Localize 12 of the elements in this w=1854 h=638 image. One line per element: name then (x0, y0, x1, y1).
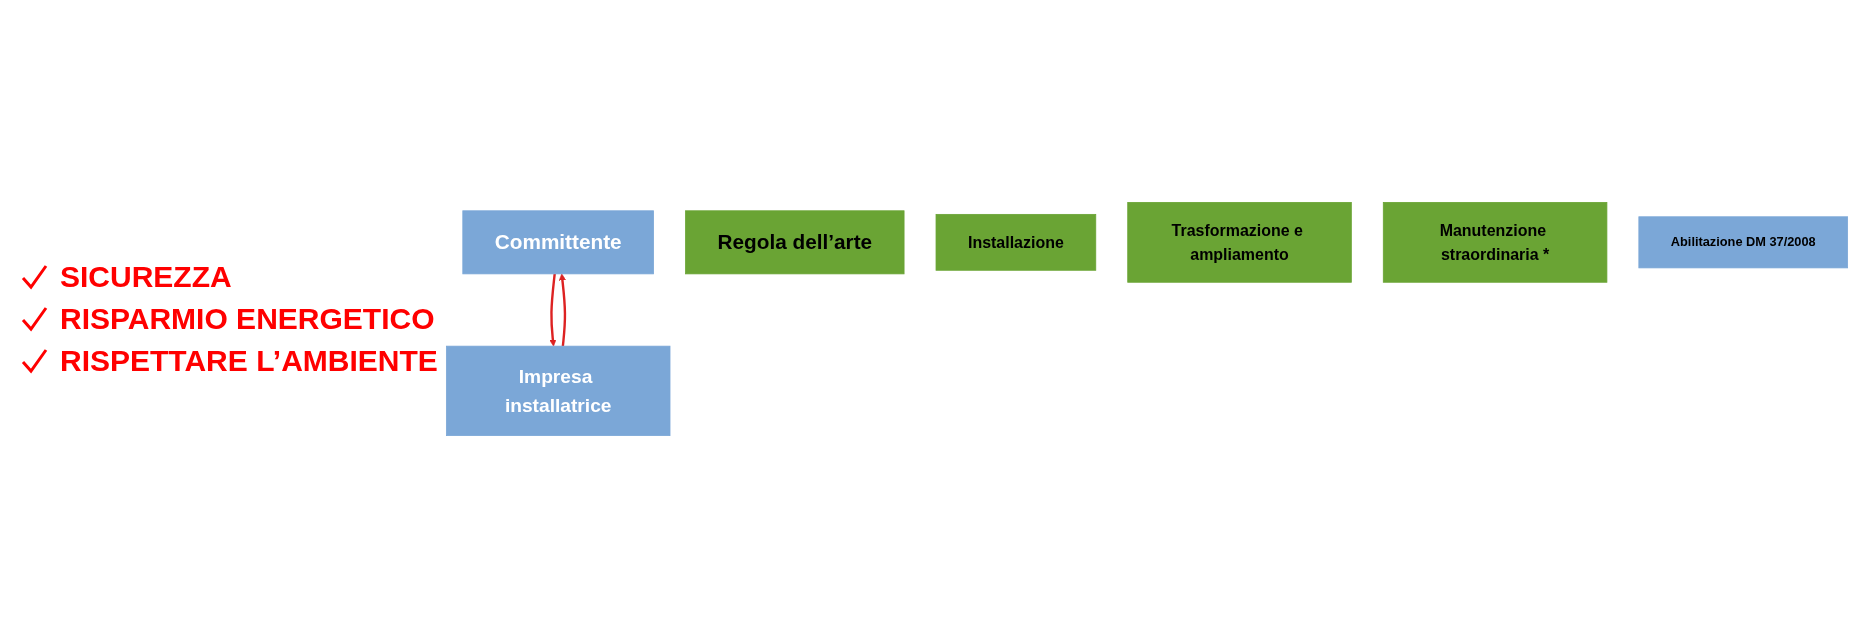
requirement-text: RISPARMIO ENERGETICO (60, 302, 435, 336)
node-box: Trasformazione e ampliamento (1127, 202, 1352, 283)
node-box: Abilitazione DM 37/2008 (1638, 216, 1848, 269)
node-box: Installazione (935, 214, 1097, 271)
requirement-text: RISPETTARE L’AMBIENTE (60, 344, 438, 378)
arrow (549, 273, 557, 347)
node-box: Committente (462, 210, 654, 275)
node-box: Regola dell’arte (685, 210, 905, 275)
requirement-text: SICUREZZA (60, 260, 232, 294)
arrow (558, 273, 567, 347)
node-box: Impresa installatrice (446, 345, 671, 436)
node-box: Manutenzione straordinaria * (1382, 202, 1608, 283)
